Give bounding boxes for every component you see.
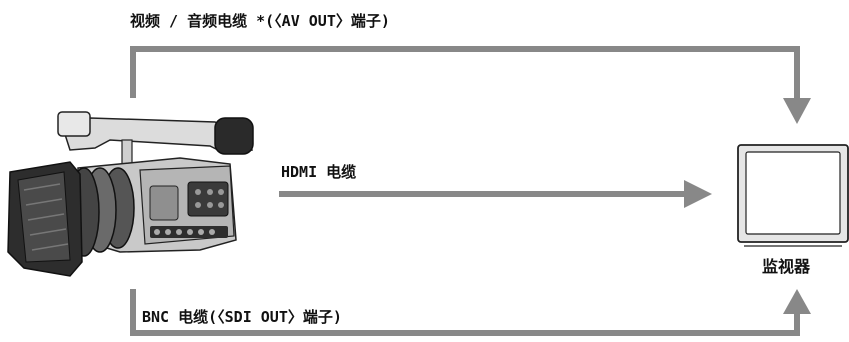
av-cable-line	[130, 46, 800, 100]
camcorder-icon	[7, 111, 254, 277]
av-cable-label: 视频 / 音频电缆 *(〈AV OUT〉端子)	[130, 12, 390, 30]
hdmi-cable-label: HDMI 电缆	[281, 163, 357, 181]
monitor-label: 监视器	[762, 257, 811, 276]
bnc-cable-label: BNC 电缆(〈SDI OUT〉端子)	[142, 308, 342, 326]
bnc-cable-arrowhead	[783, 289, 811, 314]
av-cable-arrowhead	[783, 98, 811, 124]
monitor-icon	[737, 144, 849, 247]
bnc-cable-line	[130, 289, 800, 336]
hdmi-cable-arrowhead	[684, 180, 712, 208]
